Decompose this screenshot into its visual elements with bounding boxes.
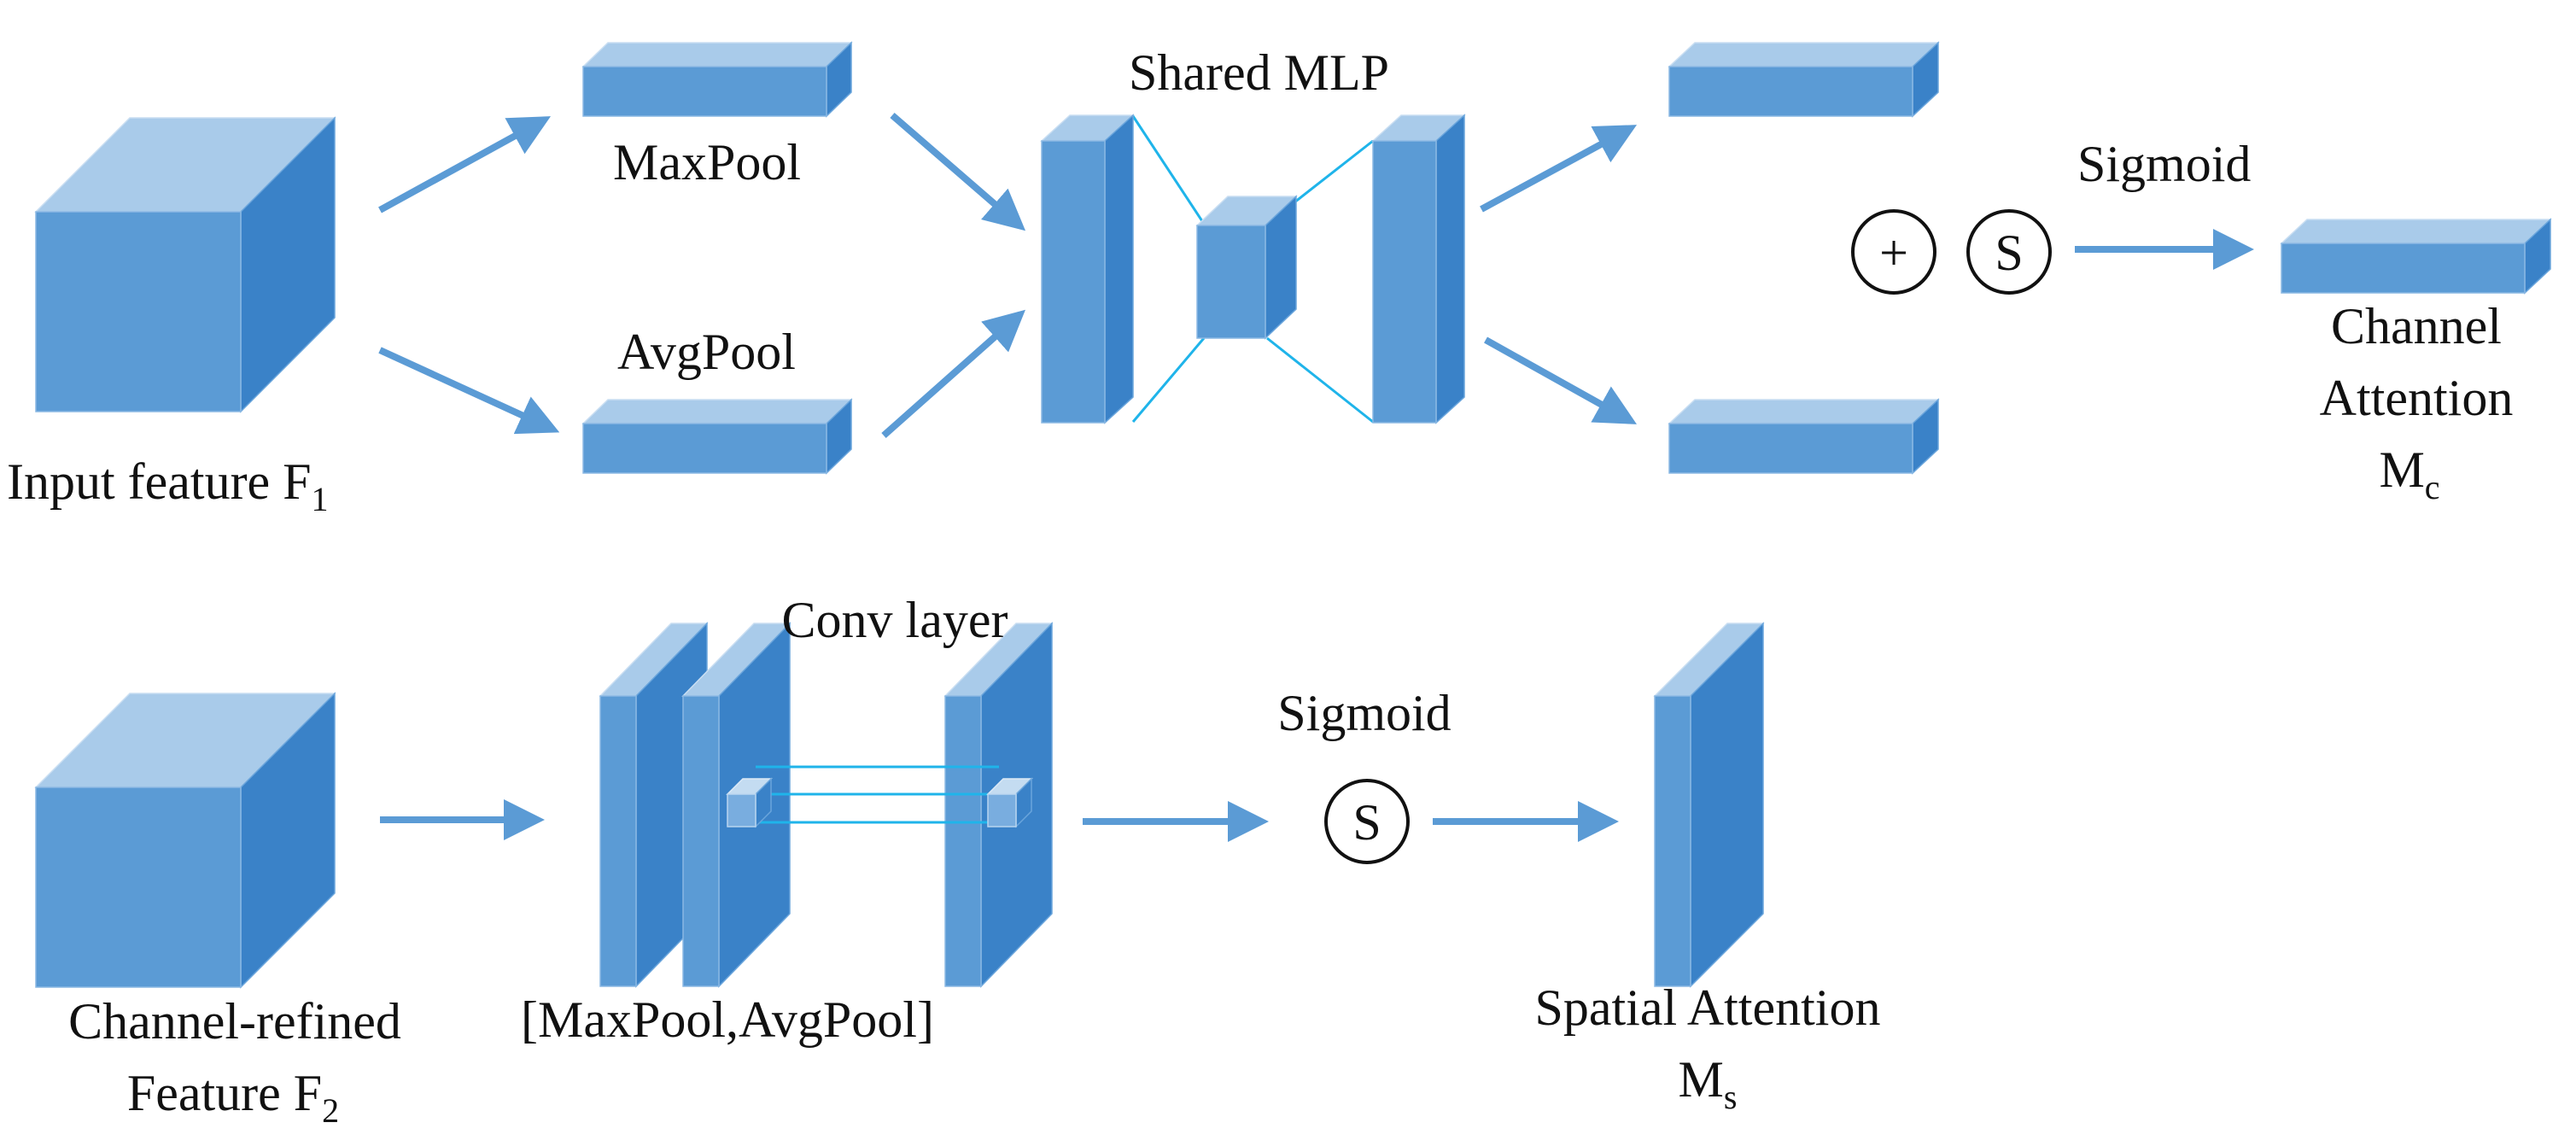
arrow-input-to-maxpool [378, 116, 552, 213]
sigmoid-circle-bottom: S [1324, 779, 1410, 864]
arrow-maxpool-to-mlp [890, 112, 1026, 231]
shared-mlp-label: Shared MLP [1129, 44, 1389, 101]
svg-text:S: S [1352, 794, 1381, 851]
sigmoid-label-top: Sigmoid [2077, 136, 2251, 192]
channel-refined-feature-cube [34, 692, 336, 989]
channel-attention-bar [2280, 218, 2552, 295]
input-feature-cube [34, 116, 336, 413]
concat-conv-group [599, 622, 1054, 988]
conv-kernel-right [987, 793, 1017, 827]
mlp-output-bar-top [1668, 41, 1940, 118]
channel-refined-label-line2: Feature F2 [127, 1065, 339, 1130]
maxpool-bar [581, 41, 853, 118]
channel-attention-label-line2: Attention [2320, 370, 2514, 426]
maxpool-label: MaxPool [613, 134, 801, 190]
channel-attention-label-line3: Mc [2379, 441, 2439, 506]
svg-text:S: S [1995, 225, 2023, 281]
conv-layer-label: Conv layer [782, 592, 1008, 648]
arrow-input-to-avgpool [378, 347, 560, 435]
conv-kernel-left [727, 793, 756, 827]
input-feature-label: Input feature F1 [7, 453, 329, 518]
shared-mlp [1040, 114, 1466, 424]
element-wise-sum-circle: + [1851, 209, 1936, 295]
spatial-attention-label-line1: Spatial Attention [1535, 979, 1881, 1036]
avgpool-label: AvgPool [617, 324, 796, 380]
avgpool-bar [581, 398, 853, 475]
sigmoid-label-bottom: Sigmoid [1277, 685, 1451, 741]
arrow-mlp-to-bottom-output [1484, 336, 1637, 424]
spatial-attention-label-line2: Ms [1679, 1051, 1738, 1116]
concat-label: [MaxPool,AvgPool] [521, 991, 934, 1048]
arrow-mlp-to-top-output [1480, 125, 1638, 213]
channel-attention-label-line1: Channel [2331, 298, 2502, 354]
arrow-avgpool-to-mlp [881, 309, 1025, 438]
spatial-attention-map [1653, 622, 1765, 988]
svg-text:+: + [1879, 225, 1908, 281]
sigmoid-circle-top: S [1966, 209, 2052, 295]
mlp-output-bar-bottom [1668, 398, 1940, 475]
channel-refined-label-line1: Channel-refined [68, 993, 401, 1050]
